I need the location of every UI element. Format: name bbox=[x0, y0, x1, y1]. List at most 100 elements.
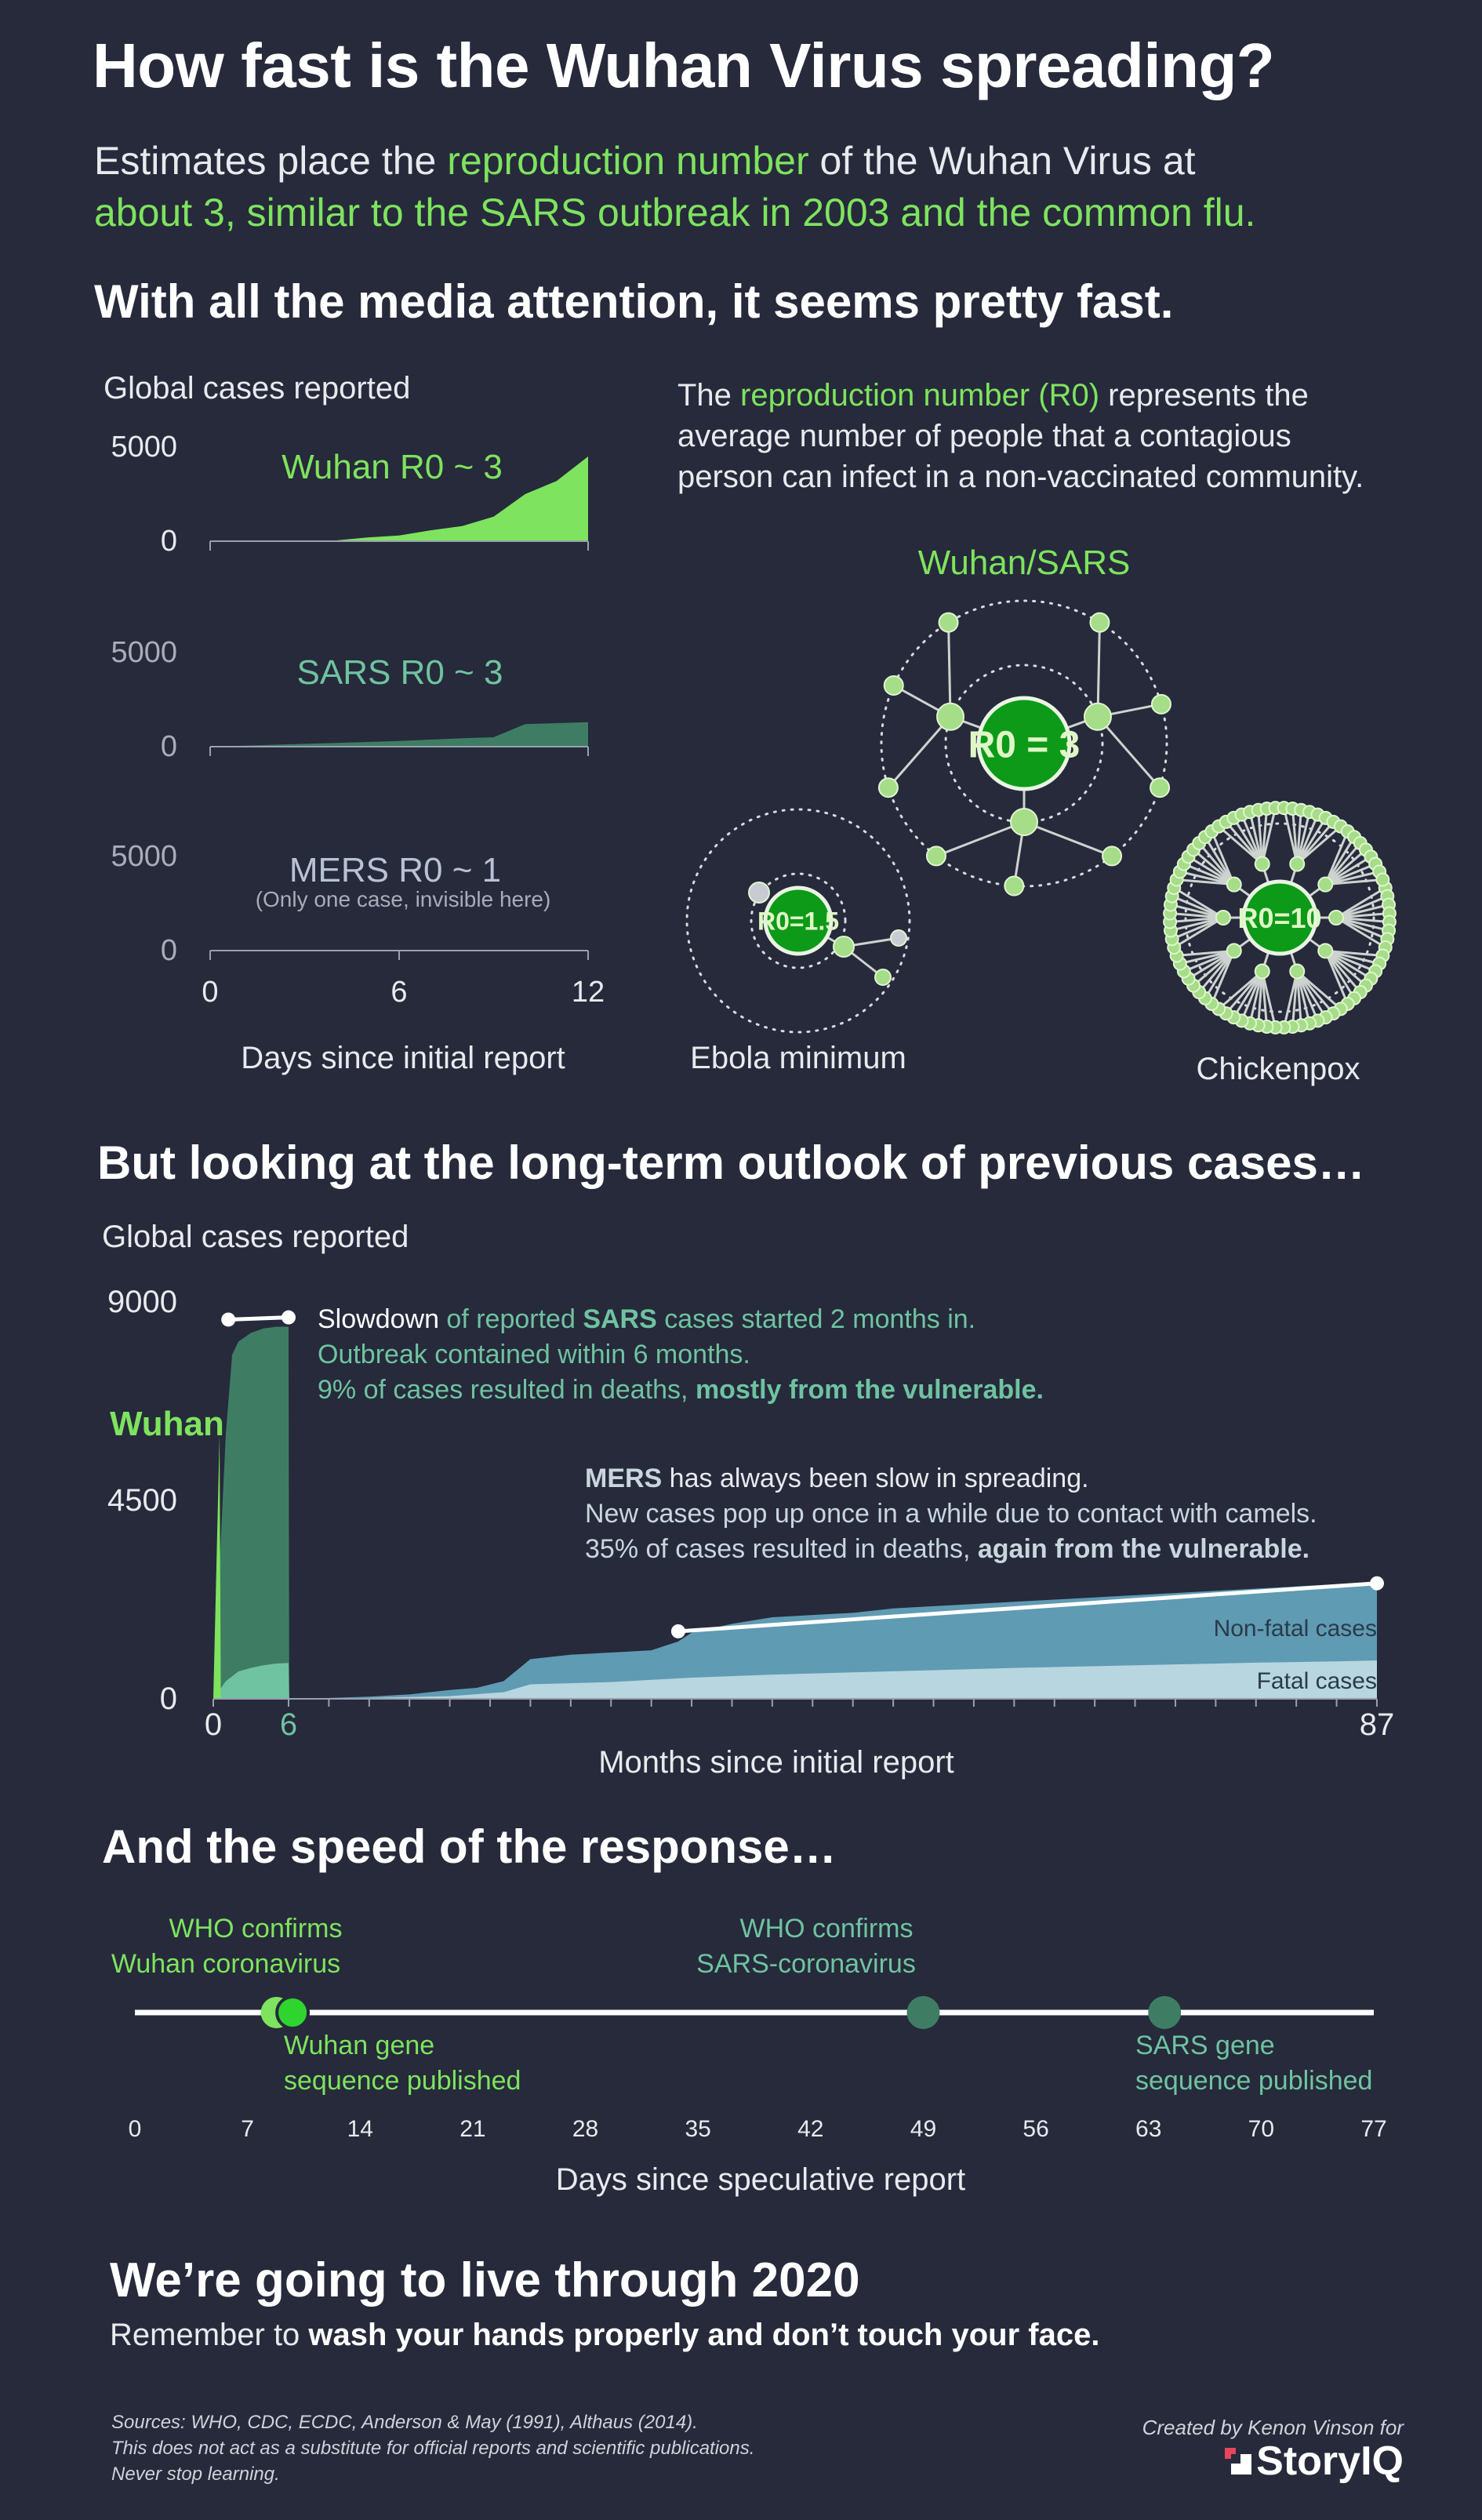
small-multiples-xlabel: Days since initial report bbox=[241, 1041, 565, 1075]
network-link bbox=[1324, 855, 1372, 885]
network-link bbox=[1324, 949, 1380, 965]
network-link bbox=[1233, 970, 1264, 1018]
sars-annot-3b: mostly from the vulnerable. bbox=[696, 1375, 1044, 1405]
source-line-3: Never stop learning. bbox=[111, 2464, 280, 2485]
x-tick-label: 87 bbox=[1360, 1707, 1395, 1742]
network-link bbox=[1169, 916, 1224, 923]
r0-center-node bbox=[1241, 879, 1318, 956]
network-node bbox=[1226, 943, 1242, 959]
network-link bbox=[1096, 715, 1161, 789]
network-link bbox=[1248, 971, 1264, 1024]
sars-slowdown-end-dot bbox=[282, 1310, 296, 1325]
network-link bbox=[1335, 912, 1390, 919]
network-link bbox=[935, 820, 1025, 857]
sars-annotation: Slowdown of reported SARS cases started … bbox=[318, 1304, 1044, 1405]
section-heading-media: With all the media attention, it seems p… bbox=[94, 275, 1174, 328]
network-link bbox=[1296, 825, 1342, 865]
panel-title-wuhan: Wuhan R0 ~ 3 bbox=[282, 448, 503, 486]
network-node bbox=[1254, 963, 1270, 980]
closing-part1: Remember to bbox=[110, 2318, 309, 2352]
network-link bbox=[1204, 836, 1236, 885]
small-multiples-ylabel: Global cases reported bbox=[104, 371, 410, 405]
y-tick-label: 5000 bbox=[111, 431, 177, 464]
network-link bbox=[1324, 950, 1349, 1005]
network-link bbox=[1187, 855, 1235, 885]
network-link bbox=[1295, 970, 1319, 1021]
intro-highlight-1: reproduction number bbox=[447, 139, 809, 183]
network-node bbox=[883, 675, 904, 696]
area-wuhan bbox=[213, 1434, 221, 1699]
network-node bbox=[1150, 777, 1171, 798]
network-link bbox=[1295, 809, 1302, 864]
network-node bbox=[748, 882, 770, 904]
network-link bbox=[1295, 811, 1311, 864]
network-link bbox=[1193, 849, 1235, 885]
ebola-label: Ebola minimum bbox=[690, 1041, 906, 1075]
r0-center-label: R0=10 bbox=[1237, 902, 1321, 934]
network-node bbox=[1083, 702, 1112, 731]
source-line-1: Sources: WHO, CDC, ECDC, Anderson & May … bbox=[111, 2412, 698, 2433]
panel-title-mers: MERS R0 ~ 1 bbox=[289, 851, 501, 889]
network-link bbox=[1324, 950, 1356, 999]
network-link bbox=[1295, 971, 1311, 1024]
network-link bbox=[1296, 820, 1335, 865]
x-tick-label: 49 bbox=[910, 2116, 936, 2142]
network-link bbox=[1324, 949, 1376, 973]
mers-annot-2: New cases pop up once in a while due to … bbox=[585, 1499, 1317, 1529]
mers-subtitle: (Only one case, invisible here) bbox=[256, 887, 551, 911]
r0-explainer-line2: average number of people that a contagio… bbox=[677, 419, 1291, 453]
network-link bbox=[1261, 807, 1277, 864]
network-link bbox=[1324, 950, 1372, 980]
section-heading-speed: And the speed of the response… bbox=[102, 1820, 837, 1873]
dotted-ring bbox=[750, 872, 847, 969]
event-label: WHO confirms bbox=[740, 1914, 914, 1944]
event-marker bbox=[906, 1996, 940, 2029]
network-link bbox=[1296, 970, 1342, 1010]
sars-annot-1b: of reported bbox=[439, 1304, 583, 1334]
network-link bbox=[1335, 916, 1389, 932]
network-link bbox=[1240, 970, 1264, 1021]
network-node bbox=[1004, 875, 1025, 896]
network-link bbox=[1325, 949, 1383, 957]
svg-text:9% of cases resulted in deaths: 9% of cases resulted in deaths, mostly f… bbox=[318, 1375, 1044, 1405]
network-link bbox=[1225, 820, 1263, 865]
network-link bbox=[1179, 949, 1235, 965]
network-link bbox=[947, 622, 952, 717]
mers-trend-start-dot bbox=[670, 1624, 685, 1638]
network-link bbox=[1296, 970, 1335, 1015]
network-link bbox=[1325, 878, 1383, 886]
network-link bbox=[1291, 971, 1299, 1027]
x-tick-label: 70 bbox=[1248, 2116, 1274, 2142]
network-link bbox=[1171, 916, 1224, 940]
network-link bbox=[1170, 904, 1224, 919]
network-link bbox=[1335, 916, 1386, 949]
network-link bbox=[1198, 950, 1235, 994]
closing-bold: wash your hands properly and don’t touch… bbox=[308, 2318, 1100, 2352]
network-node bbox=[1150, 693, 1171, 715]
network-link bbox=[1295, 817, 1327, 865]
mers-annot-1b: has always been slow in spreading. bbox=[662, 1464, 1088, 1493]
y-tick-label: 0 bbox=[161, 730, 177, 763]
network-link bbox=[1183, 949, 1235, 973]
network-link bbox=[1324, 950, 1361, 994]
network-link bbox=[1170, 916, 1224, 932]
long-term-xlabel: Months since initial report bbox=[598, 1745, 954, 1780]
network-node bbox=[936, 702, 965, 731]
x-tick-label: 6 bbox=[390, 976, 407, 1009]
network-link bbox=[1210, 831, 1236, 885]
network-node bbox=[890, 929, 907, 947]
r0-explainer-line3: person can infect in a non-vaccinated co… bbox=[677, 460, 1364, 494]
event-marker bbox=[275, 1995, 311, 2030]
network-node bbox=[874, 969, 892, 986]
network-link bbox=[1233, 817, 1264, 865]
mers-trend-line bbox=[677, 1581, 1378, 1634]
panel-title-sars: SARS R0 ~ 3 bbox=[297, 653, 503, 692]
chickenpox-label: Chickenpox bbox=[1196, 1052, 1360, 1086]
r0-center-node bbox=[763, 885, 834, 956]
event-label: SARS-coronavirus bbox=[696, 1949, 916, 1979]
x-tick-label: 56 bbox=[1023, 2116, 1048, 2142]
network-link bbox=[1291, 808, 1299, 864]
sars-slowdown-line bbox=[228, 1315, 289, 1322]
r0-explainer-part2: represents the bbox=[1099, 378, 1309, 413]
